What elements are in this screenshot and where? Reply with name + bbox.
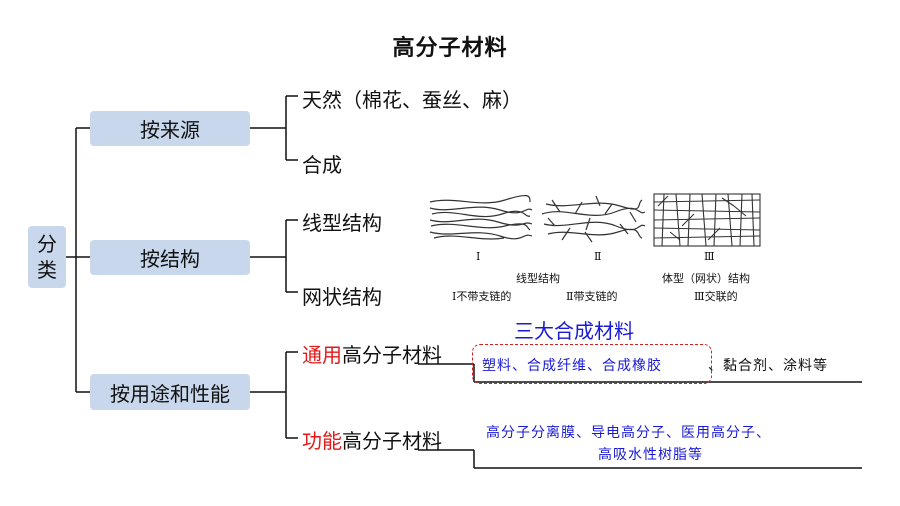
- functional-suffix: 高分子材料: [342, 429, 442, 453]
- general-suffix: 高分子材料: [342, 343, 442, 367]
- page-title: 高分子材料: [392, 36, 508, 61]
- root-label-line-1: 分: [37, 232, 57, 256]
- leaf-synthetic: 合成: [302, 153, 342, 177]
- figure-sub-branched: Ⅱ带支链的: [566, 290, 618, 303]
- highlight-dashed-box: [472, 344, 712, 384]
- branch-by-structure: 按结构: [90, 240, 250, 275]
- three-synthetic-materials-title: 三大合成材料: [514, 319, 634, 343]
- root-node-classification: 分 类: [28, 226, 66, 288]
- figure-roman-2: Ⅱ: [594, 250, 602, 263]
- general-prefix: 通用: [302, 343, 342, 367]
- functional-materials-line-2: 高吸水性树脂等: [598, 447, 703, 463]
- three-synthetic-materials-list: 塑料、合成纤维、合成橡胶: [482, 358, 662, 374]
- figure-roman-1: Ⅰ: [476, 250, 481, 263]
- figure-roman-3: Ⅲ: [704, 250, 715, 263]
- crosslinked-network-figure: [653, 193, 761, 247]
- root-label-line-2: 类: [37, 258, 57, 282]
- figure-sub-crosslinked: Ⅲ交联的: [694, 290, 738, 303]
- leaf-general-polymer: 通用高分子材料: [302, 339, 442, 368]
- branch-by-usage: 按用途和性能: [90, 374, 250, 410]
- figure-caption-body: 体型（网状）结构: [662, 272, 750, 285]
- figure-caption-linear: 线型结构: [516, 272, 560, 285]
- leaf-natural: 天然（棉花、蚕丝、麻）: [302, 88, 522, 112]
- figure-sub-unbranched: Ⅰ不带支链的: [452, 290, 512, 303]
- leaf-linear-structure: 线型结构: [302, 211, 382, 235]
- functional-materials-line-1: 高分子分离膜、导电高分子、医用高分子、: [486, 425, 771, 441]
- leaf-network-structure: 网状结构: [302, 285, 382, 309]
- leaf-functional-polymer: 功能高分子材料: [302, 425, 442, 454]
- linear-chain-figure: [429, 194, 533, 240]
- other-general-materials: 、黏合剂、涂料等: [708, 358, 828, 374]
- branched-chain-figure: [541, 195, 646, 243]
- branch-by-source: 按来源: [90, 111, 250, 146]
- functional-prefix: 功能: [302, 429, 342, 453]
